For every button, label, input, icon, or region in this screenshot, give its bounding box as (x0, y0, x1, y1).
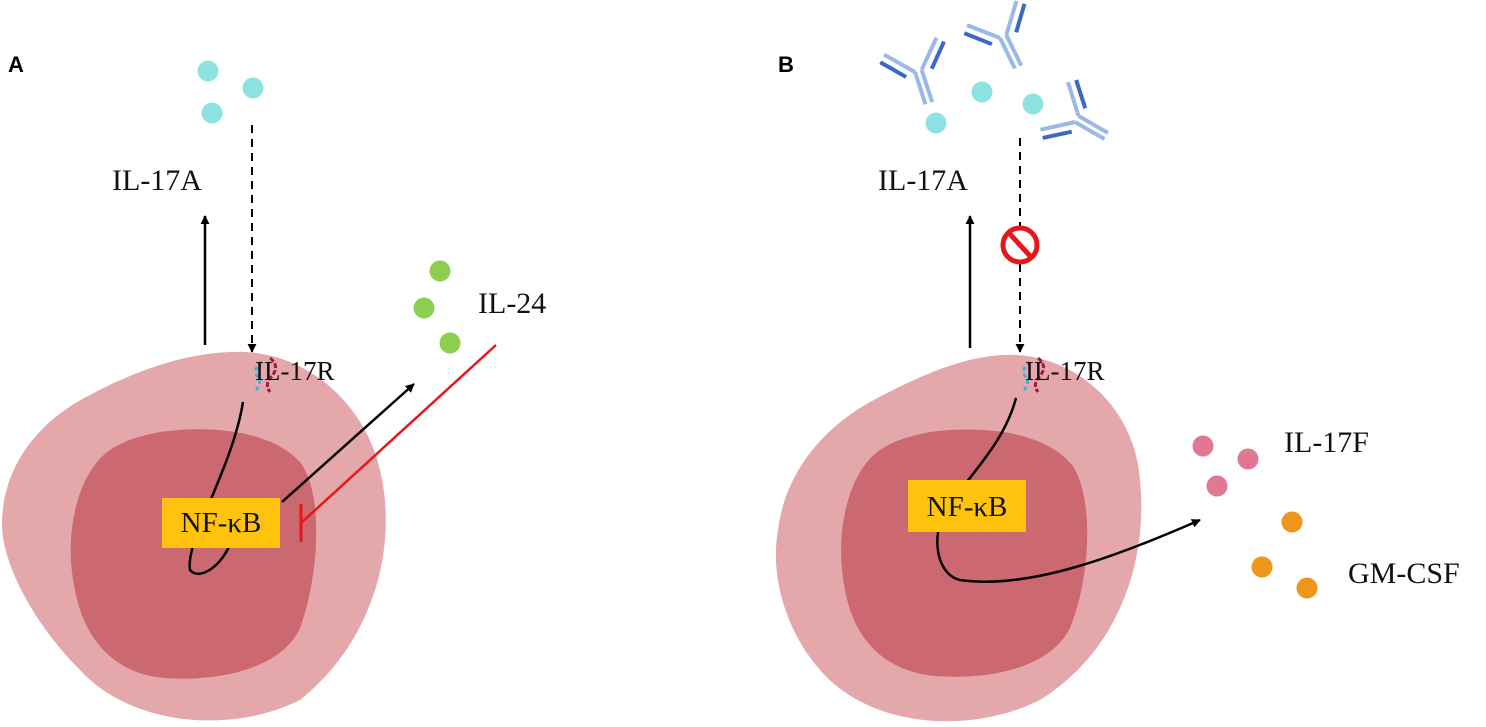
antibody-icon (1035, 74, 1125, 167)
il17a-molecule (201, 102, 223, 124)
il17f-label: IL-17F (1284, 426, 1369, 459)
il17r-label-b: IL-17R (1025, 356, 1104, 386)
il24-label: IL-24 (478, 287, 546, 320)
gmcsf-molecule (1296, 577, 1318, 599)
nfkb-label-a: NF-κB (181, 507, 262, 539)
nfkb-label-b: NF-κB (927, 491, 1008, 523)
nfkb-box-b (908, 480, 1026, 532)
panel-a-letter: A (8, 52, 24, 77)
il17a-molecule (242, 77, 264, 99)
il17f-molecule (1237, 448, 1259, 470)
inhibition-line (300, 344, 497, 524)
il17a-molecule (197, 60, 219, 82)
nucleus-b (841, 429, 1088, 677)
antibody-icon (876, 33, 963, 116)
il17a-label-a: IL-17A (112, 164, 202, 197)
gmcsf-molecule (1251, 556, 1273, 578)
antibody-icon (962, 0, 1049, 82)
panel-b-letter: B (778, 52, 794, 77)
gmcsf-label: GM-CSF (1348, 557, 1460, 590)
il24-molecule (439, 332, 461, 354)
il17f-molecule (1206, 475, 1228, 497)
prohibition-icon (1000, 225, 1040, 265)
il17a-label-b: IL-17A (878, 164, 968, 197)
output-arrow-a (281, 383, 415, 503)
il17f-molecule (1192, 435, 1214, 457)
nucleus-a (70, 429, 317, 679)
il17r-label-a: IL-17R (255, 356, 334, 386)
il24-molecule (429, 260, 451, 282)
il17a-molecule (971, 81, 993, 103)
signal-path-a (188, 401, 245, 575)
panel-a: A IL-17A IL-17R NF-κB IL-24 (2, 52, 546, 721)
nfkb-box-a (162, 498, 280, 548)
signal-path-b (936, 397, 1201, 583)
il24-molecule (413, 297, 435, 319)
il17a-molecule (1022, 93, 1044, 115)
panel-b: B IL-17A IL-17R (775, 0, 1460, 722)
il17a-molecule (925, 112, 947, 134)
gmcsf-molecule (1281, 511, 1303, 533)
